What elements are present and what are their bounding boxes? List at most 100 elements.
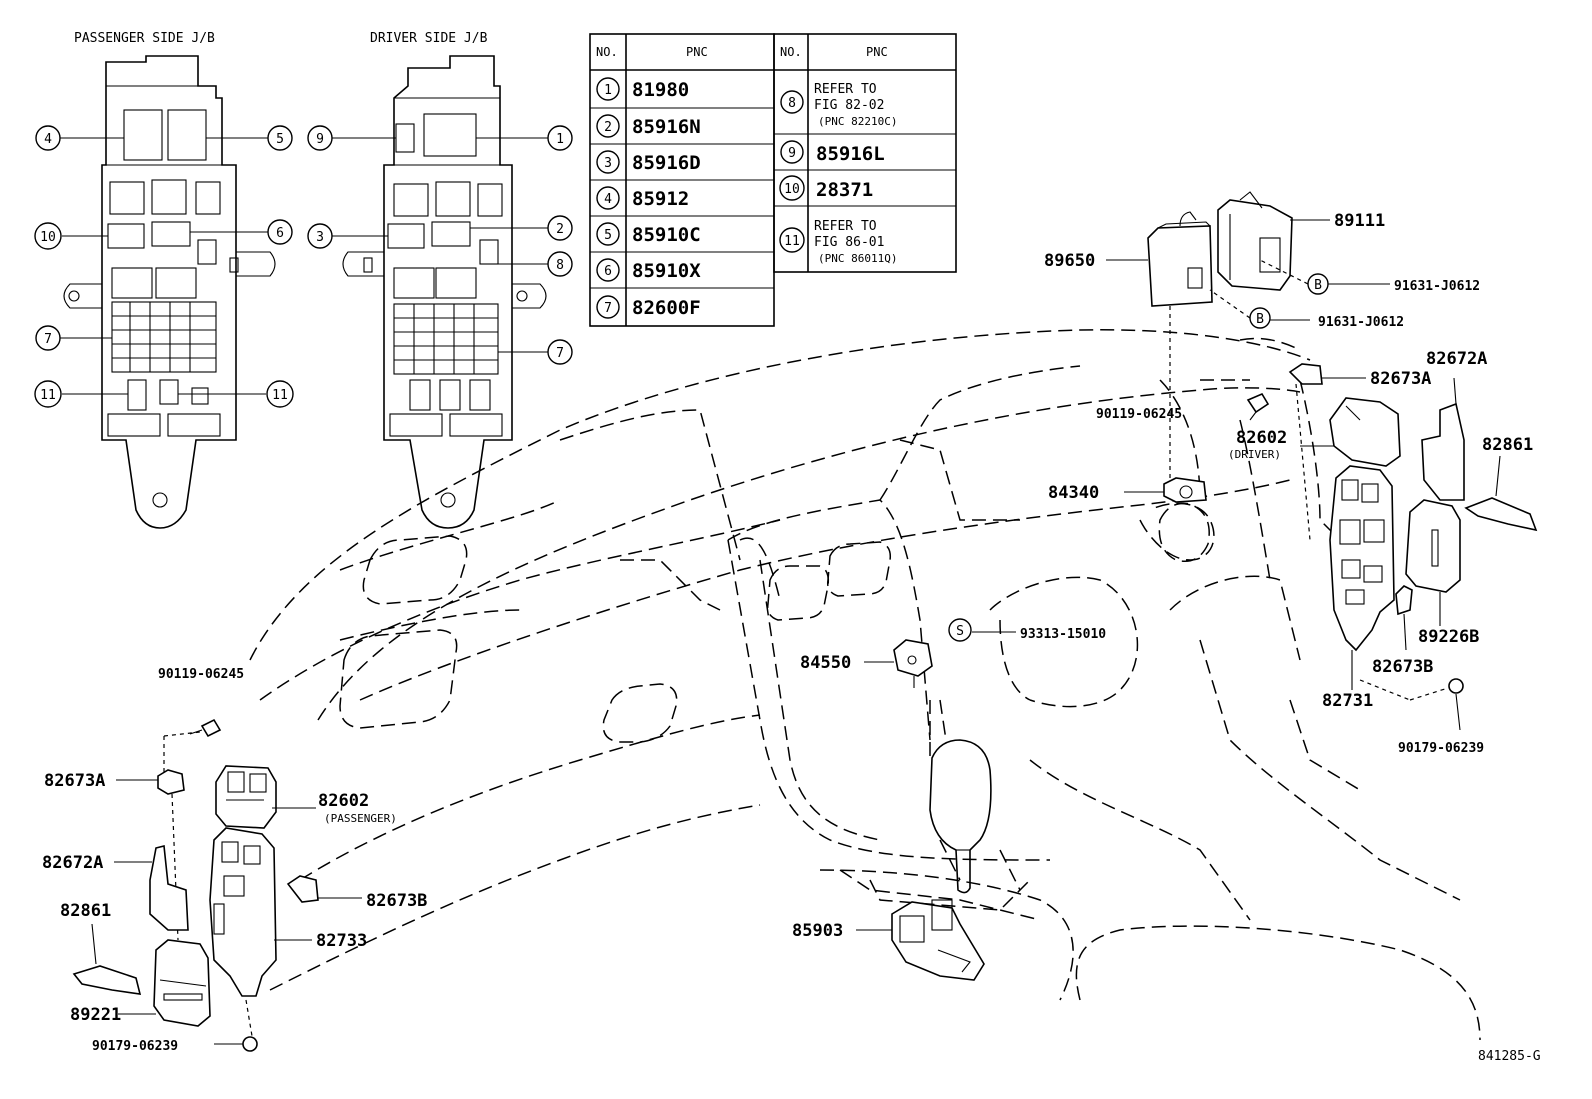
label-89226B: 89226B	[1418, 627, 1479, 647]
callout-2: 2	[556, 222, 564, 237]
label-82602-driver-note: (DRIVER)	[1228, 448, 1281, 461]
label-82733: 82733	[316, 931, 367, 951]
label-82602-passenger-note: (PASSENGER)	[324, 812, 397, 825]
part-82673B-right	[1395, 585, 1413, 651]
row-no: 2	[604, 120, 612, 135]
label-82861-left: 82861	[60, 901, 111, 921]
row-no: 5	[604, 228, 612, 243]
part-82861-right	[1464, 455, 1538, 532]
label-82731: 82731	[1322, 691, 1373, 711]
label-82673B-left: 82673B	[366, 891, 427, 911]
callout-6: 6	[276, 226, 284, 241]
part-90119-screw-left	[163, 718, 222, 776]
callout-11-right: 11	[272, 388, 288, 403]
part-82861-left	[72, 923, 142, 995]
part-90179-nut-left	[214, 999, 258, 1052]
row-pnc: 85916N	[632, 116, 701, 138]
part-89111-relay	[1217, 191, 1330, 291]
label-82861-right: 82861	[1482, 435, 1533, 455]
row-note: REFER TO	[814, 219, 877, 234]
row-pnc: 85916D	[632, 152, 701, 174]
part-82733-jb	[209, 827, 312, 997]
label-89111: 89111	[1334, 211, 1385, 231]
part-93313: S	[948, 618, 1016, 642]
label-91631-b: 91631-J0612	[1318, 315, 1404, 330]
driver-jb-title: DRIVER SIDE J/B	[370, 31, 488, 46]
passenger-junction-block	[63, 55, 276, 529]
driver-callouts: 9 1 3 2 8 7	[307, 125, 573, 365]
row-pnc: 82600F	[632, 297, 701, 319]
callout-3: 3	[316, 230, 324, 245]
col-pnc-left: PNC	[686, 45, 708, 59]
row-pnc: 81980	[632, 79, 689, 101]
part-90119-screw-right	[1246, 392, 1270, 421]
b-symbol: B	[1314, 278, 1322, 293]
label-84340: 84340	[1048, 483, 1099, 503]
row-pnc: 85912	[632, 188, 689, 210]
row-note: (PNC 86011Q)	[818, 252, 897, 265]
bolt-b-callouts: B B	[1209, 259, 1390, 329]
row-pnc: 28371	[816, 179, 873, 201]
row-note: REFER TO	[814, 82, 877, 97]
label-90119-right: 90119-06245	[1096, 407, 1182, 422]
row-no: 1	[604, 83, 612, 98]
row-no: 9	[788, 146, 796, 161]
row-pnc: 85916L	[816, 143, 885, 165]
part-82673B-left	[286, 875, 362, 903]
part-89221-ecu	[118, 939, 211, 1027]
part-82672A-right	[1421, 377, 1465, 501]
part-89226B-ecu	[1405, 499, 1461, 626]
col-pnc-right: PNC	[866, 45, 888, 59]
callout-4: 4	[44, 132, 52, 147]
dashboard-outline	[249, 329, 1481, 1041]
callout-1: 1	[556, 132, 564, 147]
callout-8: 8	[556, 258, 564, 273]
part-84550-switch	[864, 639, 933, 688]
label-82673B-right: 82673B	[1372, 657, 1433, 677]
callout-9: 9	[316, 132, 324, 147]
row-pnc: 85910C	[632, 224, 701, 246]
passenger-jb-title: PASSENGER SIDE J/B	[74, 31, 215, 46]
col-no-left: NO.	[596, 45, 618, 59]
label-82673A-right: 82673A	[1370, 369, 1431, 389]
row-pnc: 85910X	[632, 260, 701, 282]
callout-11-left: 11	[40, 388, 56, 403]
part-82673A-right	[1288, 363, 1366, 541]
part-90179-nut-right	[1359, 678, 1464, 731]
label-82673A-left: 82673A	[44, 771, 105, 791]
label-85903: 85903	[792, 921, 843, 941]
part-82731-jb	[1329, 465, 1395, 690]
row-no: 4	[604, 192, 612, 207]
part-89650-module	[1106, 211, 1213, 488]
row-no: 3	[604, 156, 612, 171]
label-93313: 93313-15010	[1020, 627, 1106, 642]
label-91631-a: 91631-J0612	[1394, 279, 1480, 294]
row-note: FIG 82-02	[814, 98, 884, 113]
callout-7-driver: 7	[556, 346, 564, 361]
col-no-right: NO.	[780, 45, 802, 59]
label-82672A-left: 82672A	[42, 853, 103, 873]
label-82672A-right: 82672A	[1426, 349, 1487, 369]
driver-junction-block	[342, 55, 547, 529]
figure-code: 841285-G	[1478, 1049, 1541, 1064]
callout-10: 10	[40, 230, 56, 245]
row-note: (PNC 82210C)	[818, 115, 897, 128]
label-89650: 89650	[1044, 251, 1095, 271]
part-82602-driver	[1300, 397, 1401, 467]
part-82602-passenger	[215, 765, 316, 829]
label-90119-left: 90119-06245	[158, 667, 244, 682]
callout-5: 5	[276, 132, 284, 147]
row-no: 8	[788, 96, 796, 111]
row-no: 6	[604, 264, 612, 279]
part-84340-switch	[1124, 477, 1210, 562]
label-84550: 84550	[800, 653, 851, 673]
part-82672A-left	[114, 845, 189, 931]
pnc-table: NO. PNC NO. PNC 1 81980 2 85916N 3 85916…	[589, 33, 957, 327]
part-85903	[856, 899, 985, 981]
row-no: 11	[784, 234, 800, 249]
shift-lever	[929, 699, 992, 894]
callout-7: 7	[44, 332, 52, 347]
row-note: FIG 86-01	[814, 235, 884, 250]
label-90179-right: 90179-06239	[1398, 741, 1484, 756]
